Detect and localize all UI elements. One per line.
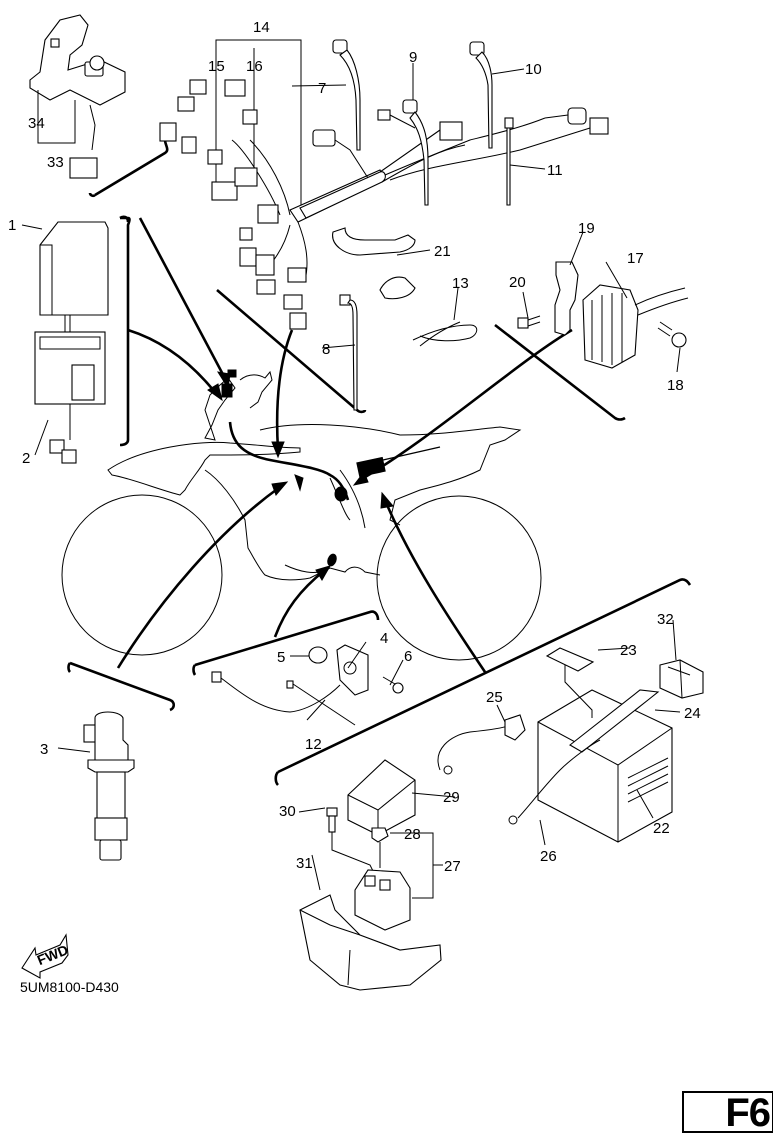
drawing-code: 5UM8100-D430 — [20, 979, 119, 995]
callout-28: 28 — [404, 826, 421, 843]
callout-32: 32 — [657, 611, 674, 628]
callout-23: 23 — [620, 642, 637, 659]
callout-15: 15 — [208, 58, 225, 75]
harness-connectors — [159, 79, 307, 330]
part-27-28-relay — [354, 827, 434, 931]
handlebar — [239, 370, 273, 409]
callout-33: 33 — [47, 154, 64, 171]
callout-17: 17 — [627, 250, 644, 267]
part-22-battery — [537, 689, 673, 843]
callout-34: 34 — [28, 115, 45, 132]
callout-26: 26 — [540, 848, 557, 865]
callout-27: 27 — [444, 858, 461, 875]
callout-3: 3 — [40, 741, 48, 758]
callout-7: 7 — [318, 80, 326, 97]
part-26-cable — [508, 739, 601, 825]
callout-10: 10 — [525, 61, 542, 78]
part-3-ignition-coil — [83, 711, 135, 861]
harness-on-bike — [221, 369, 441, 567]
part-21-clamp — [332, 227, 416, 300]
part-17-regulator — [582, 284, 689, 369]
part-13-wire — [412, 321, 478, 347]
callout-18: 18 — [667, 377, 684, 394]
callout-14: 14 — [253, 19, 270, 36]
part-4-5-6-12-sensor — [211, 644, 404, 726]
part-31-cover — [299, 894, 442, 991]
callout-20: 20 — [509, 274, 526, 291]
leader-arrows — [116, 217, 573, 673]
callout-leaders — [21, 63, 681, 891]
callout-19: 19 — [578, 220, 595, 237]
fwd-direction-indicator: FWD — [21, 933, 70, 979]
callout-30: 30 — [279, 803, 296, 820]
front-wheel — [61, 494, 223, 656]
part-24-strap — [569, 689, 660, 753]
callout-29: 29 — [443, 789, 460, 806]
part-14-harness — [159, 39, 609, 330]
rear-wheel — [376, 495, 542, 661]
callout-11: 11 — [547, 162, 563, 179]
motorcycle-outline — [61, 370, 542, 661]
cable-ties — [332, 39, 514, 411]
front-fender — [107, 441, 301, 496]
callout-24: 24 — [684, 705, 701, 722]
part-1-2-cdi — [34, 221, 109, 464]
callout-12: 12 — [305, 736, 322, 753]
part-33-34-assembly — [29, 14, 126, 179]
callout-31: 31 — [296, 855, 313, 872]
callout-9: 9 — [409, 49, 417, 66]
group-frames — [67, 139, 692, 786]
callout-4: 4 — [380, 630, 388, 647]
rear-frame — [329, 469, 366, 529]
callout-labels: 1 2 3 4 5 6 7 8 9 10 11 12 13 14 15 16 1… — [8, 19, 701, 875]
callout-5: 5 — [277, 649, 285, 666]
callout-6: 6 — [404, 648, 412, 665]
part-19-bracket — [554, 261, 579, 336]
page-tag: F6 — [682, 1091, 773, 1135]
part-25-cable — [437, 714, 526, 775]
part-32-connector — [659, 659, 704, 699]
callout-16: 16 — [246, 58, 263, 75]
part-18-bolt — [657, 321, 687, 348]
seat-tank — [259, 424, 522, 526]
callout-2: 2 — [22, 450, 30, 467]
part-20-bolt — [517, 315, 541, 329]
part-23-leader — [564, 665, 593, 718]
callout-21: 21 — [434, 243, 451, 260]
frame-body — [204, 469, 381, 581]
callout-13: 13 — [452, 275, 469, 292]
page-tag-label: F6 — [725, 1091, 771, 1135]
callout-1: 1 — [8, 217, 16, 234]
callout-8: 8 — [322, 341, 330, 358]
callout-22: 22 — [653, 820, 670, 837]
callout-25: 25 — [486, 689, 503, 706]
part-29-cover — [347, 759, 416, 836]
part-23-label — [545, 647, 595, 672]
